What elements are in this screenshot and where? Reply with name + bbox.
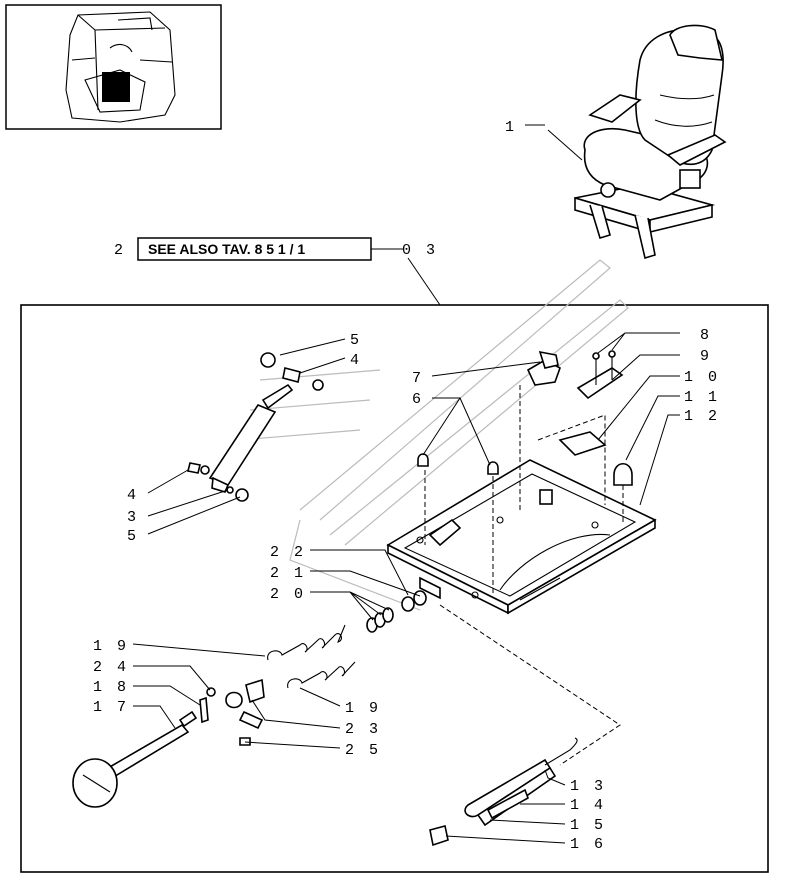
callout-18: 1 8 xyxy=(93,679,129,696)
callout-11: 1 1 xyxy=(684,389,720,406)
seat-slide-base xyxy=(386,459,657,615)
callout-4-top: 4 xyxy=(350,352,362,369)
leader-lines xyxy=(132,124,680,844)
latch-parts xyxy=(429,737,578,847)
callout-10: 1 0 xyxy=(684,369,720,386)
callout-3: 3 xyxy=(127,509,139,526)
reference-note: 2 SEE ALSO TAV. 8 5 1 / 1 0 3 xyxy=(114,129,583,306)
background-guides xyxy=(239,259,629,611)
callout-13: 1 3 xyxy=(570,778,606,795)
callout-5-top: 5 xyxy=(350,332,362,349)
reference-prefix: 2 xyxy=(114,242,126,259)
operator-seat xyxy=(574,24,727,260)
callout-6: 6 xyxy=(412,391,424,408)
callout-7: 7 xyxy=(412,370,424,387)
callout-4-left: 4 xyxy=(127,487,139,504)
reference-text: SEE ALSO TAV. 8 5 1 / 1 xyxy=(148,241,305,257)
callout-16: 1 6 xyxy=(570,836,606,853)
callout-22: 2 2 xyxy=(270,544,306,561)
callout-labels: 1 4 5 4 3 5 7 6 8 9 1 0 1 1 1 2 2 2 2 1 … xyxy=(93,119,720,853)
reference-suffix: 0 3 xyxy=(402,242,438,259)
gas-spring-assembly xyxy=(187,352,324,502)
callout-19-bottom: 1 9 xyxy=(345,700,381,717)
callout-5-left: 5 xyxy=(127,528,139,545)
callout-15: 1 5 xyxy=(570,817,606,834)
callout-21: 2 1 xyxy=(270,565,306,582)
alignment-lines xyxy=(424,385,624,766)
callout-19-top: 1 9 xyxy=(93,638,129,655)
springs xyxy=(267,624,356,689)
callout-17: 1 7 xyxy=(93,699,129,716)
callout-12: 1 2 xyxy=(684,408,720,425)
callout-25: 2 5 xyxy=(345,742,381,759)
detail-frame xyxy=(20,304,769,873)
callout-23: 2 3 xyxy=(345,721,381,738)
callout-8: 8 xyxy=(700,327,712,344)
callout-1: 1 xyxy=(505,119,517,136)
callout-20: 2 0 xyxy=(270,586,306,603)
callout-24: 2 4 xyxy=(93,659,129,676)
callout-14: 1 4 xyxy=(570,797,606,814)
top-small-parts xyxy=(417,350,633,486)
cab-thumbnail xyxy=(5,4,222,130)
adjust-lever xyxy=(72,678,265,808)
callout-9: 9 xyxy=(700,348,712,365)
